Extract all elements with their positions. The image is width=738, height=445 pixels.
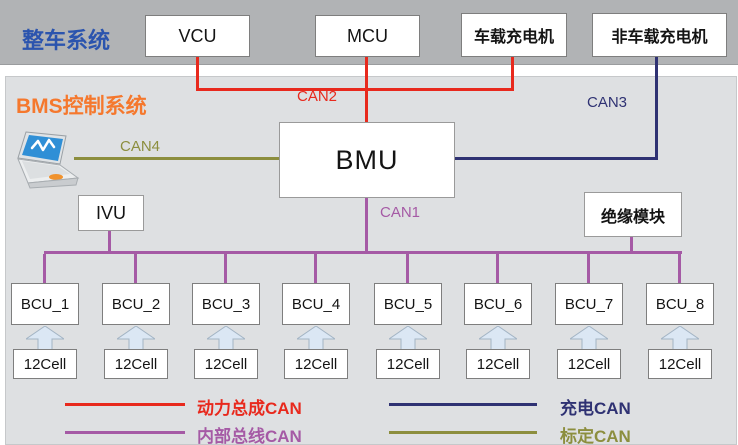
vcu-label: VCU	[178, 25, 217, 46]
up-arrow-icon	[389, 326, 427, 350]
cells-8-label: 12Cell	[658, 355, 702, 373]
can1-wire-ivu-drop	[108, 231, 111, 254]
node-onboard-charger: 车载充电机	[461, 13, 567, 57]
up-arrow-icon	[117, 326, 155, 350]
legend-label-internal-bus: 内部总线CAN	[197, 427, 302, 445]
legend-label-calibration: 标定CAN	[560, 427, 631, 445]
cells-3-label: 12Cell	[204, 355, 248, 373]
cells-4-label: 12Cell	[294, 355, 338, 373]
node-bcu-7: BCU_7	[555, 283, 623, 325]
can1-drop-bcu7	[587, 254, 590, 283]
can1-bus-line	[44, 251, 682, 254]
node-offboard-charger: 非车载充电机	[592, 13, 727, 57]
bcu-2-label: BCU_2	[111, 295, 161, 313]
bmu-label: BMU	[335, 144, 399, 175]
legend-line-powertrain	[65, 403, 185, 406]
can1-label: CAN1	[380, 204, 421, 221]
can1-wire-bmu-drop	[365, 198, 368, 254]
legend-line-calibration	[389, 431, 537, 434]
can2-wire-horizontal	[196, 88, 514, 91]
node-cells-7: 12Cell	[557, 349, 621, 379]
up-arrow-icon	[207, 326, 245, 350]
can2-label: CAN2	[297, 88, 338, 105]
node-cells-6: 12Cell	[466, 349, 530, 379]
node-insulation-module: 绝缘模块	[584, 192, 682, 237]
node-cells-1: 12Cell	[13, 349, 77, 379]
cells-5-label: 12Cell	[386, 355, 430, 373]
node-vcu: VCU	[145, 15, 250, 57]
bcu-7-label: BCU_7	[564, 295, 614, 313]
node-bcu-1: BCU_1	[11, 283, 79, 325]
can4-label: CAN4	[120, 138, 161, 155]
cells-7-label: 12Cell	[567, 355, 611, 373]
up-arrow-icon	[661, 326, 699, 350]
legend-line-charging	[389, 403, 537, 406]
node-bmu: BMU	[279, 122, 455, 198]
offboard-charger-label: 非车载充电机	[611, 29, 708, 46]
can3-wire-offboard-drop	[655, 57, 658, 160]
up-arrow-icon	[570, 326, 608, 350]
node-cells-3: 12Cell	[194, 349, 258, 379]
up-arrow-icon	[297, 326, 335, 350]
bcu-1-label: BCU_1	[20, 295, 70, 313]
node-cells-8: 12Cell	[648, 349, 712, 379]
cells-1-label: 12Cell	[23, 355, 67, 373]
can1-drop-bcu4	[314, 254, 317, 283]
legend-line-internal-bus	[65, 431, 185, 434]
can1-drop-bcu8	[678, 254, 681, 283]
node-cells-5: 12Cell	[376, 349, 440, 379]
can2-wire-mcu-to-bmu	[365, 57, 368, 122]
can2-wire-vcu-drop	[196, 57, 199, 90]
can1-drop-bcu2	[134, 254, 137, 283]
can1-wire-insulation-drop	[630, 237, 633, 254]
can3-wire-horizontal	[455, 157, 658, 160]
node-bcu-4: BCU_4	[282, 283, 350, 325]
up-arrow-icon	[479, 326, 517, 350]
onboard-charger-label: 车载充电机	[473, 29, 554, 46]
cells-2-label: 12Cell	[114, 355, 158, 373]
laptop-icon	[17, 131, 80, 189]
can3-label: CAN3	[587, 94, 628, 111]
up-arrow-icon	[26, 326, 64, 350]
bcu-4-label: BCU_4	[291, 295, 341, 313]
bms-system-title: BMS控制系统	[16, 95, 147, 118]
can1-drop-bcu5	[406, 254, 409, 283]
bcu-8-label: BCU_8	[655, 295, 705, 313]
legend-label-powertrain: 动力总成CAN	[197, 399, 302, 418]
can4-wire-laptop-to-bmu	[74, 157, 279, 160]
node-cells-4: 12Cell	[284, 349, 348, 379]
legend-label-charging: 充电CAN	[560, 399, 631, 418]
ivu-label: IVU	[95, 202, 126, 223]
can1-drop-bcu3	[224, 254, 227, 283]
bcu-3-label: BCU_3	[201, 295, 251, 313]
node-ivu: IVU	[78, 195, 144, 231]
node-bcu-6: BCU_6	[464, 283, 532, 325]
node-mcu: MCU	[315, 15, 420, 57]
insulation-module-label: 绝缘模块	[600, 208, 665, 226]
can2-wire-onboard-charger-drop	[511, 57, 514, 90]
node-bcu-3: BCU_3	[192, 283, 260, 325]
cells-6-label: 12Cell	[476, 355, 520, 373]
mcu-label: MCU	[347, 25, 388, 46]
node-bcu-2: BCU_2	[102, 283, 170, 325]
node-bcu-8: BCU_8	[646, 283, 714, 325]
node-bcu-5: BCU_5	[374, 283, 442, 325]
bcu-6-label: BCU_6	[473, 295, 523, 313]
vehicle-system-title: 整车系统	[22, 28, 111, 53]
can1-drop-bcu1	[43, 254, 46, 283]
node-cells-2: 12Cell	[104, 349, 168, 379]
can1-drop-bcu6	[496, 254, 499, 283]
bcu-5-label: BCU_5	[383, 295, 433, 313]
